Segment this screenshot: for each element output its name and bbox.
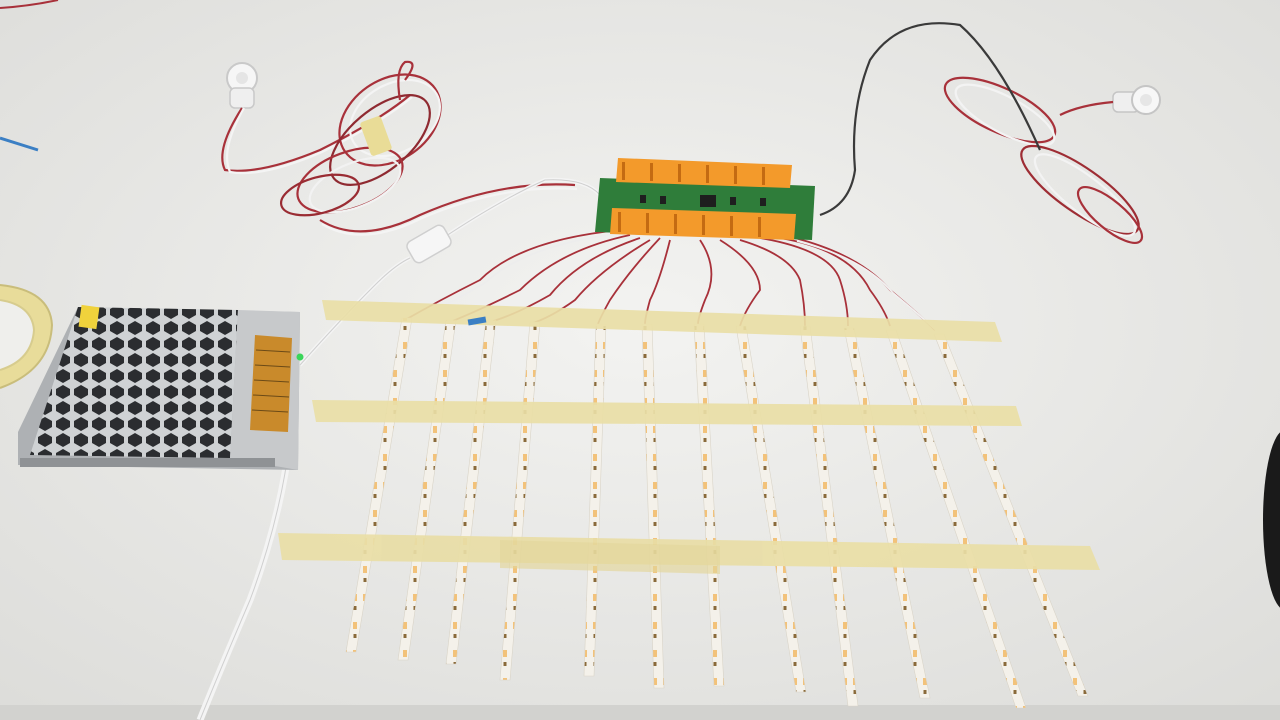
tape-on-coil-left xyxy=(360,116,392,156)
masking-tape-strips xyxy=(278,300,1100,574)
coiled-cable-right xyxy=(819,22,1144,244)
power-supply-unit xyxy=(18,304,304,470)
blue-label xyxy=(467,316,487,326)
dc-cable xyxy=(196,177,602,720)
motion-sensor-left xyxy=(226,62,258,109)
wire-top-left xyxy=(0,0,59,9)
table-edge-shadow xyxy=(0,705,1280,720)
tape-strip-middle xyxy=(312,400,1022,426)
controller-pcb xyxy=(595,158,815,240)
blue-wire-left xyxy=(0,136,39,152)
dark-object-edge xyxy=(1263,432,1280,608)
tape-strip-top xyxy=(322,300,1002,342)
masking-tape-roll xyxy=(0,284,54,389)
